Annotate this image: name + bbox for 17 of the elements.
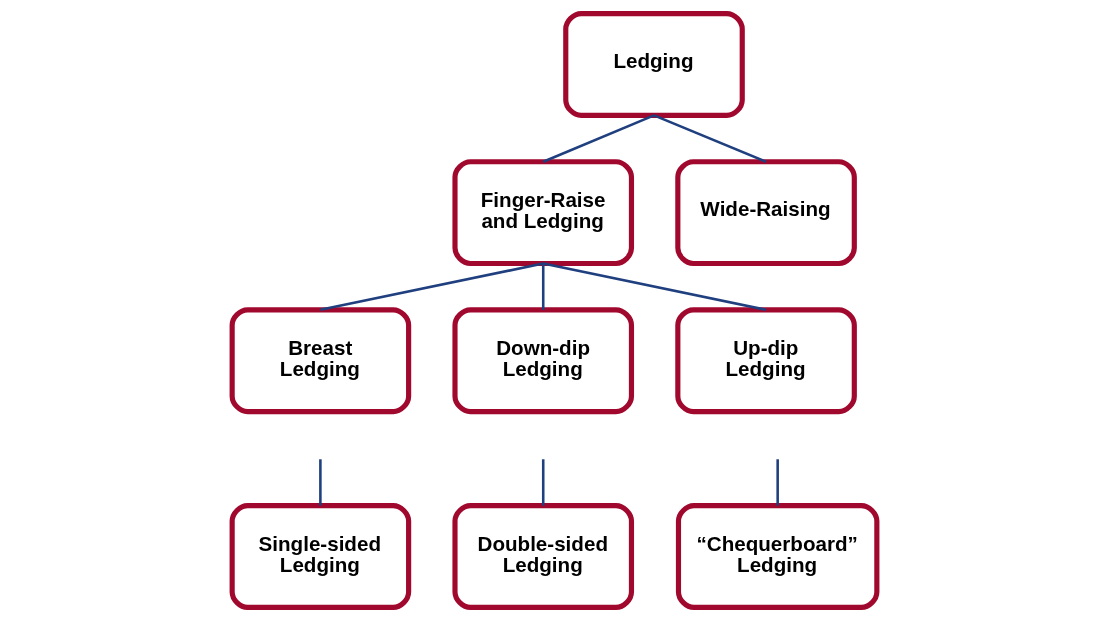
connector [776, 459, 779, 506]
node-box: “Chequerboard” Ledging [675, 503, 880, 610]
node-box: Double-sided Ledging [452, 503, 635, 610]
connector [541, 459, 545, 506]
connector [320, 262, 544, 312]
node-box: Single-sided Ledging [229, 503, 412, 610]
node-box: Up-dip Ledging [675, 307, 857, 415]
node-box: Wide-Raising [675, 159, 857, 267]
node-box: Finger-Raise and Ledging [452, 159, 635, 267]
connector [541, 263, 545, 310]
connector [542, 262, 767, 312]
node-box: Breast Ledging [229, 307, 412, 415]
node-box: Ledging [563, 11, 745, 118]
connector [653, 114, 767, 163]
node-box: Down-dip Ledging [452, 307, 635, 415]
connector [542, 114, 655, 163]
connector [319, 459, 322, 506]
